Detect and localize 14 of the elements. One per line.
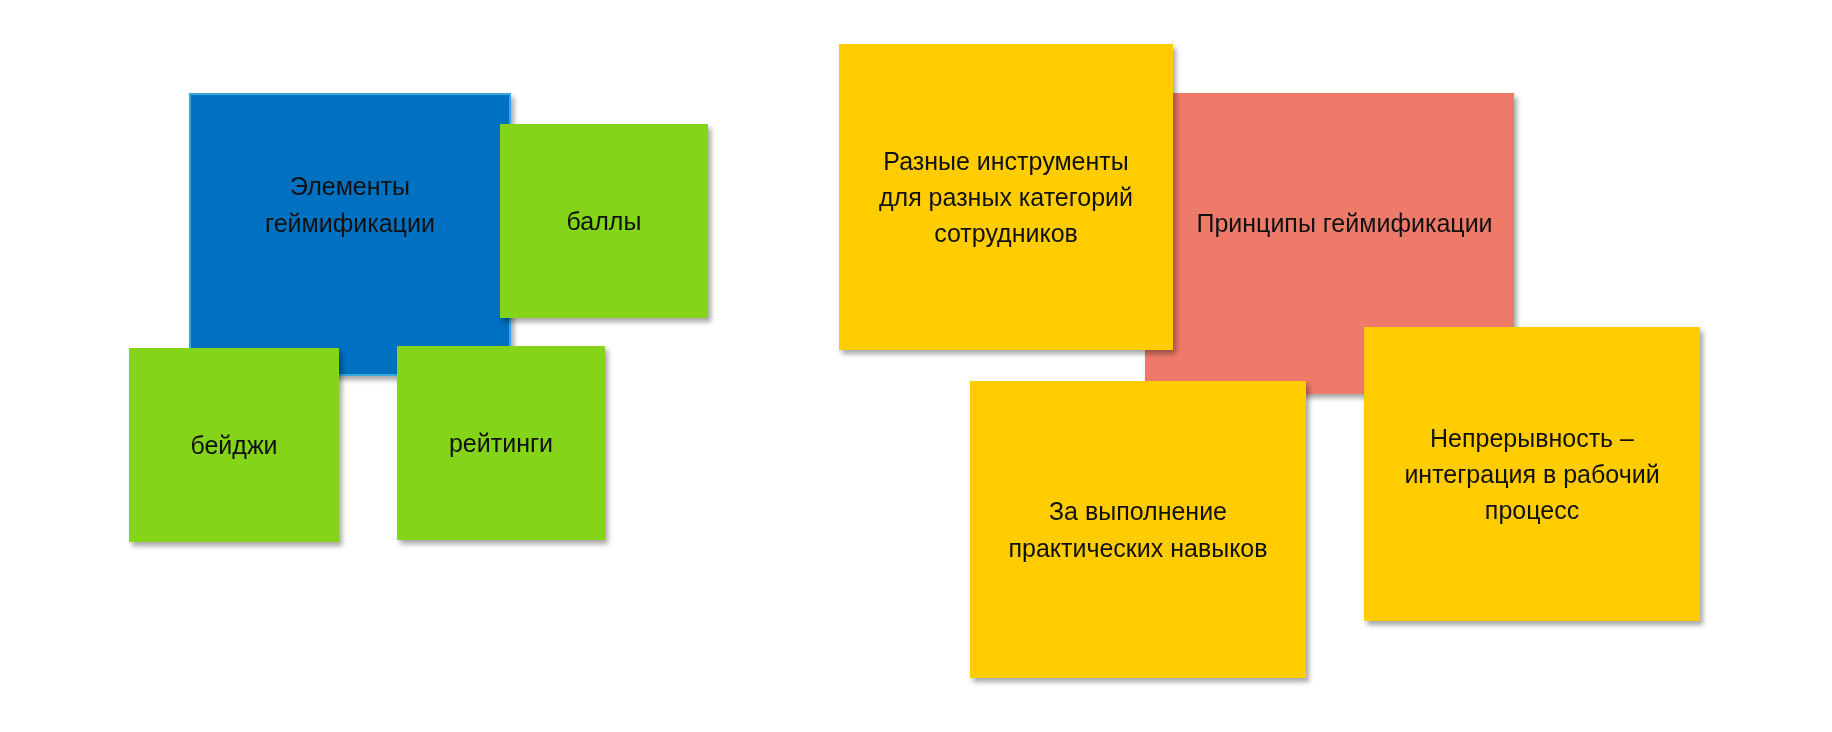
sticky-note: [1364, 327, 1700, 621]
note-text: баллы: [566, 205, 642, 237]
note-text: рейтинги: [448, 427, 554, 459]
note-text: За выполнение практических навыков: [1007, 496, 1269, 564]
sticky-note: [500, 124, 708, 318]
note-text: Разные инструменты для разных категорий сотрудников: [877, 145, 1135, 250]
note-text: бейджи: [190, 429, 278, 461]
sticky-note: [397, 346, 605, 540]
note-text: Элементы геймификации: [264, 171, 436, 239]
note-text: Принципы геймификации: [1196, 208, 1493, 240]
sticky-note: [129, 348, 339, 542]
sticky-note: [839, 44, 1173, 350]
note-text: Непрерывность – интеграция в рабочий процесс: [1403, 422, 1661, 527]
sticky-note: [970, 381, 1306, 678]
